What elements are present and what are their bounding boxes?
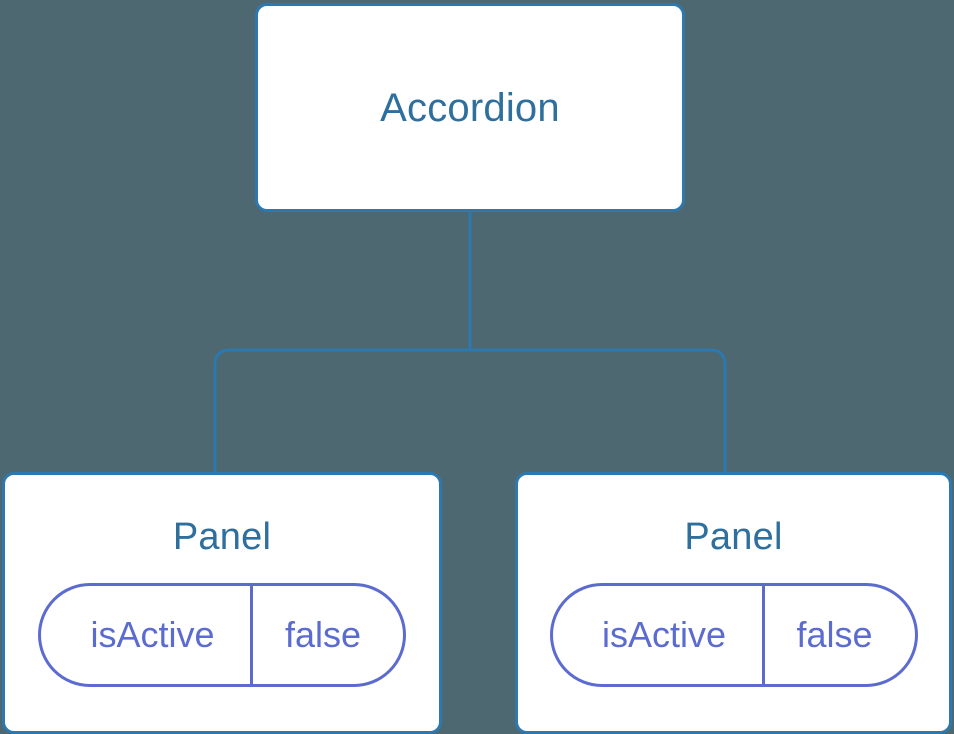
node-accordion-label: Accordion [380,85,560,130]
state-key-right: isActive [601,613,727,655]
state-pill-divider-left [250,585,253,684]
node-panel-left-label: Panel [172,516,272,558]
state-value-right: false [796,613,873,655]
state-key-left: isActive [90,613,215,655]
node-panel-right-label: Panel [684,516,783,558]
connector-branch-left [213,348,470,474]
state-pill-divider-right [761,585,765,684]
state-pill-left[interactable]: isActive false [38,582,406,687]
state-value-left: false [284,613,362,655]
node-accordion[interactable]: Accordion [255,3,685,212]
node-panel-right[interactable]: Panel isActive false [515,472,952,734]
connector-branch-right [470,348,727,474]
state-pill-right[interactable]: isActive false [549,582,918,687]
node-panel-left[interactable]: Panel isActive false [2,472,442,734]
